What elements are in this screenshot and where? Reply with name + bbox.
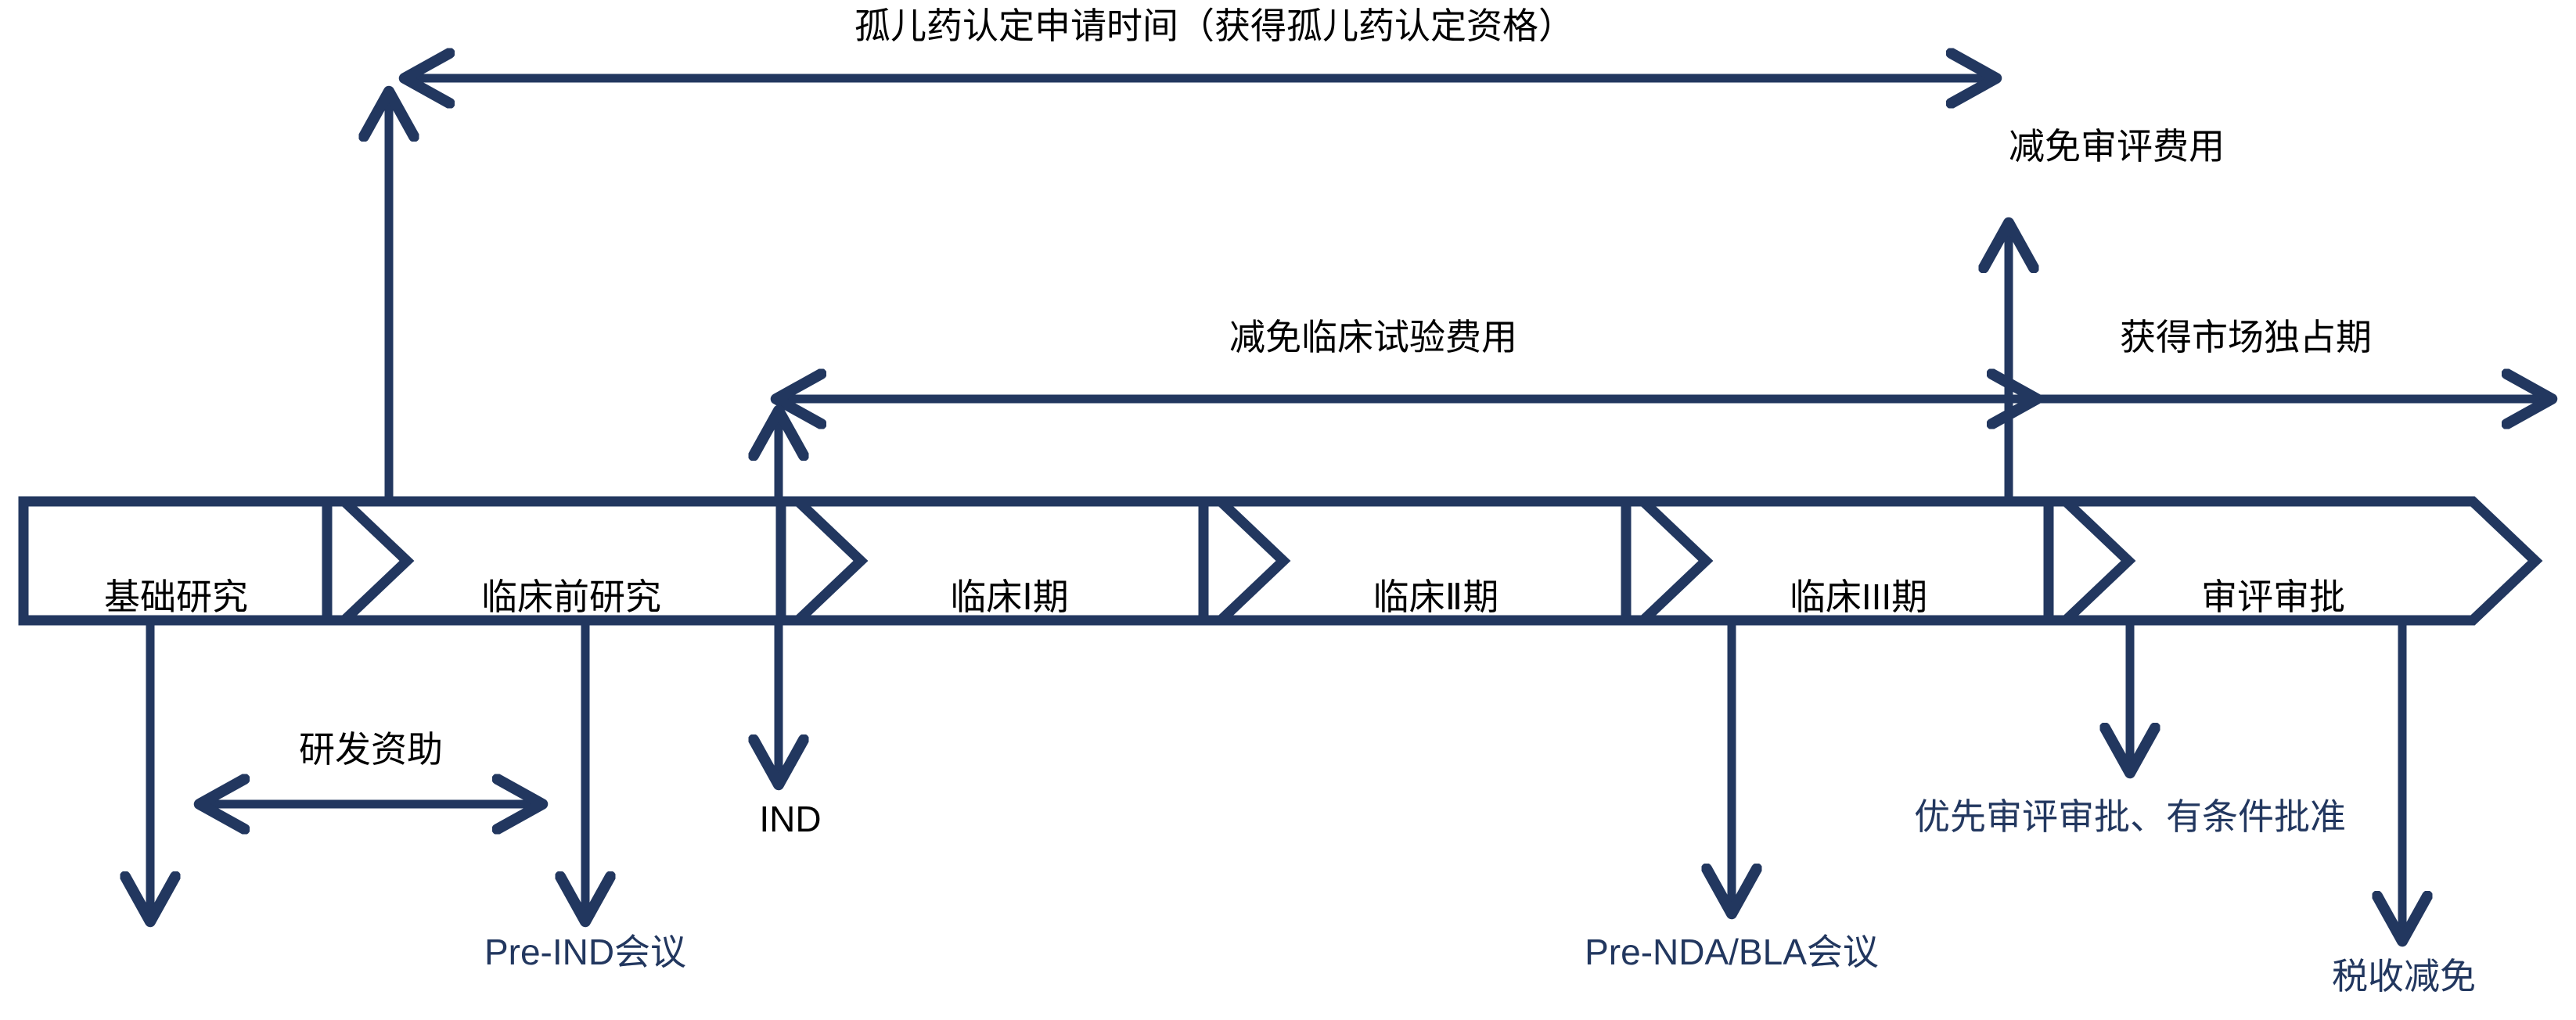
stage-label-basic-research: 基础研究 [104,576,248,617]
label-pre-nda-bla-meeting: Pre-NDA/BLA会议 [1585,932,1879,972]
label-pre-ind-meeting: Pre-IND会议 [484,932,687,972]
stage-label-phase-3: 临床III期 [1789,576,1928,617]
stage-chevron-shapes [18,496,2543,626]
label-priority-review-conditional-approval: 优先审评审批、有条件批准 [1914,796,2346,837]
stage-label-phase-2: 临床Ⅱ期 [1373,576,1499,617]
label-rd-funding: 研发资助 [299,729,443,770]
stage-label-preclinical: 临床前研究 [481,576,661,617]
stage-label-review-approval: 审评审批 [2201,576,2345,617]
label-market-exclusivity: 获得市场独占期 [2120,317,2372,357]
label-ind: IND [759,799,822,839]
label-clinical-trial-fee-waiver: 减免临床试验费用 [1229,317,1517,357]
label-review-fee-waiver: 减免审评费用 [2009,126,2225,167]
label-orphan-designation-window: 孤儿药认定申请时间（获得孤儿药认定资格） [854,5,1574,46]
label-tax-reduction: 税收减免 [2332,956,2476,997]
stage-label-phase-1: 临床Ⅰ期 [950,576,1069,617]
